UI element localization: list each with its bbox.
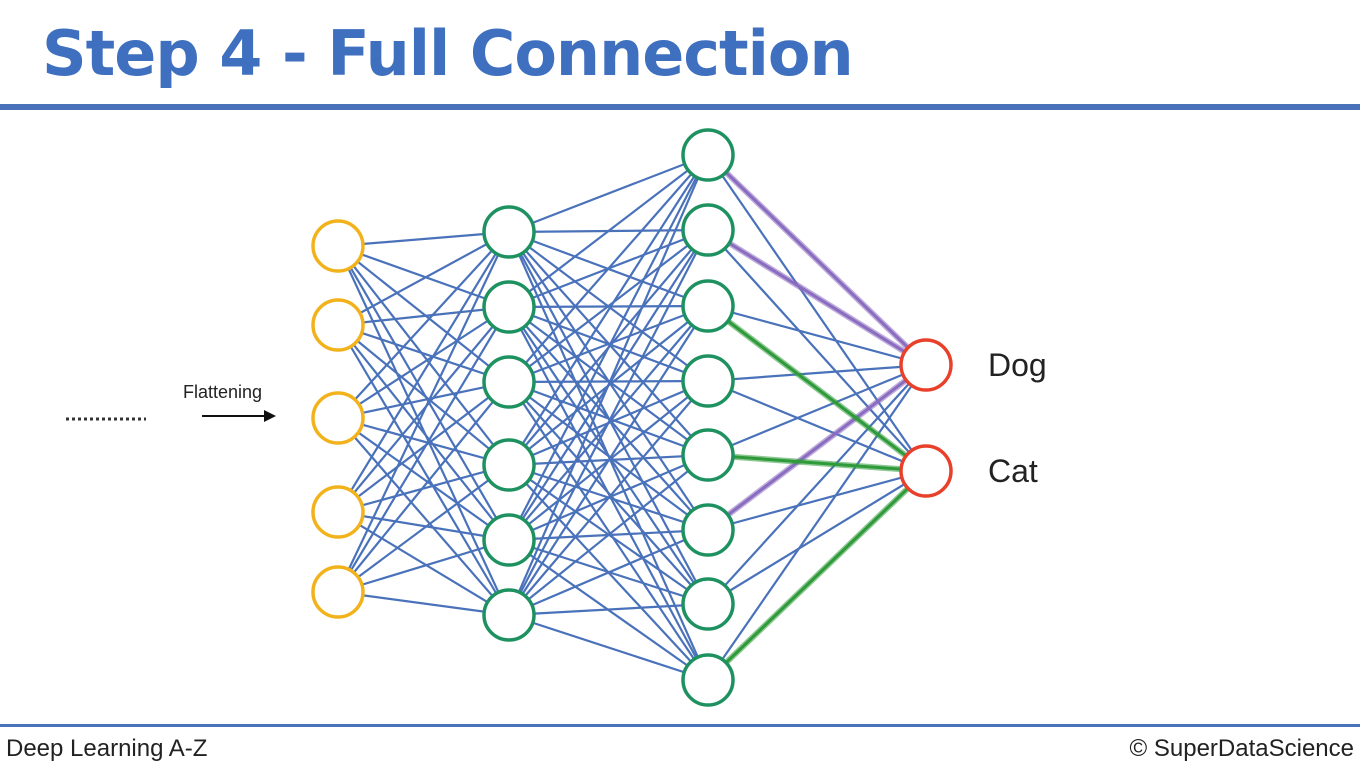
connection-edge <box>707 229 927 472</box>
connection-edge <box>337 324 510 616</box>
connection-edge <box>337 244 510 309</box>
course-name: Deep Learning A-Z <box>6 735 208 762</box>
connection-edge <box>508 154 709 308</box>
connection-edge <box>707 379 927 473</box>
connection-edge <box>337 464 510 593</box>
connection-edge <box>707 304 927 367</box>
connection-edge <box>337 231 510 593</box>
flattening-label: Flattening <box>183 382 262 402</box>
hidden-2-neuron <box>681 354 735 408</box>
connection-edge <box>508 154 709 541</box>
connection-edge <box>337 380 510 420</box>
connection-edge <box>508 379 709 384</box>
slide-title: Step 4 - Full Connection <box>42 17 854 90</box>
connection-edge <box>508 381 709 681</box>
connection-edge <box>337 245 510 541</box>
input-neuron <box>311 391 365 445</box>
copyright: © SuperDataScience <box>1129 735 1354 762</box>
connection-edge <box>337 306 510 419</box>
input-neuron <box>311 565 365 619</box>
connection-edge <box>508 528 709 617</box>
connection-edge <box>707 469 927 532</box>
connection-edge <box>337 231 510 326</box>
connection-edge <box>337 323 510 384</box>
connection-edge <box>337 245 510 616</box>
green-highlight-edge-core <box>707 304 927 473</box>
connection-edge <box>707 364 927 681</box>
output-label-cat: Cat <box>988 453 1038 489</box>
connection-edge <box>337 230 510 248</box>
purple-highlight-edge-core <box>706 153 928 367</box>
green-highlight-edge-core <box>707 453 927 473</box>
connection-edge <box>337 381 510 513</box>
title-divider <box>0 104 1360 110</box>
hidden-1-neuron <box>482 205 536 259</box>
connection-edge <box>337 590 510 617</box>
connection-edge <box>337 510 510 542</box>
output-neuron <box>899 444 953 498</box>
output-label-dog: Dog <box>988 347 1047 383</box>
connection-edge <box>337 416 510 467</box>
connection-edge <box>508 613 709 682</box>
hidden-1-neuron <box>482 588 536 642</box>
hidden-2-neuron <box>681 653 735 707</box>
connection-edge <box>707 364 927 605</box>
connection-edge <box>337 324 510 541</box>
hidden-2-neuron <box>681 279 735 333</box>
connection-edge <box>337 417 510 541</box>
connection-edge <box>508 381 709 605</box>
connection-edge <box>707 363 927 457</box>
connection-edge <box>508 381 709 531</box>
connection-edge <box>508 229 709 383</box>
connection-edge <box>337 381 510 593</box>
connection-edge <box>508 229 709 616</box>
connection-edge <box>507 154 710 616</box>
connection-edge <box>707 154 927 472</box>
flattening-arrowhead <box>264 410 276 422</box>
connection-edge <box>508 454 709 616</box>
purple-highlight-edge-core <box>707 228 927 367</box>
hidden-2-neuron <box>681 203 735 257</box>
connection-edge <box>337 245 510 466</box>
connection-edge <box>508 304 709 384</box>
connection-edge <box>508 380 709 457</box>
connection-edge <box>707 363 927 383</box>
footer-divider <box>0 724 1360 727</box>
connection-edge <box>337 306 510 593</box>
green-highlight-edge-core <box>706 469 928 682</box>
connection-edge <box>337 538 510 594</box>
hidden-2-neuron <box>681 128 735 182</box>
hidden-2-neuron <box>681 428 735 482</box>
hidden-1-neuron <box>482 280 536 334</box>
connection-edge <box>337 511 510 616</box>
connection-edge <box>337 417 510 616</box>
connection-edge <box>337 231 510 513</box>
connection-edge <box>508 305 709 616</box>
connection-edge <box>508 602 709 617</box>
connection-edge <box>707 470 927 605</box>
hidden-1-neuron <box>482 355 536 409</box>
purple-highlight-edge-core <box>707 363 927 532</box>
hidden-1-neuron <box>482 438 536 492</box>
connection-edge <box>337 305 510 327</box>
connection-edge <box>337 231 510 419</box>
connection-edge <box>337 324 510 466</box>
input-neuron <box>311 298 365 352</box>
connection-edge <box>508 153 709 234</box>
input-neuron <box>311 219 365 273</box>
connection-edge <box>337 245 510 383</box>
connection-edge <box>508 380 709 616</box>
hidden-2-neuron <box>681 577 735 631</box>
hidden-2-neuron <box>681 503 735 557</box>
connection-edge <box>508 154 709 383</box>
output-neuron <box>899 338 953 392</box>
hidden-1-neuron <box>482 513 536 567</box>
connection-edge <box>508 154 709 466</box>
input-neuron <box>311 485 365 539</box>
